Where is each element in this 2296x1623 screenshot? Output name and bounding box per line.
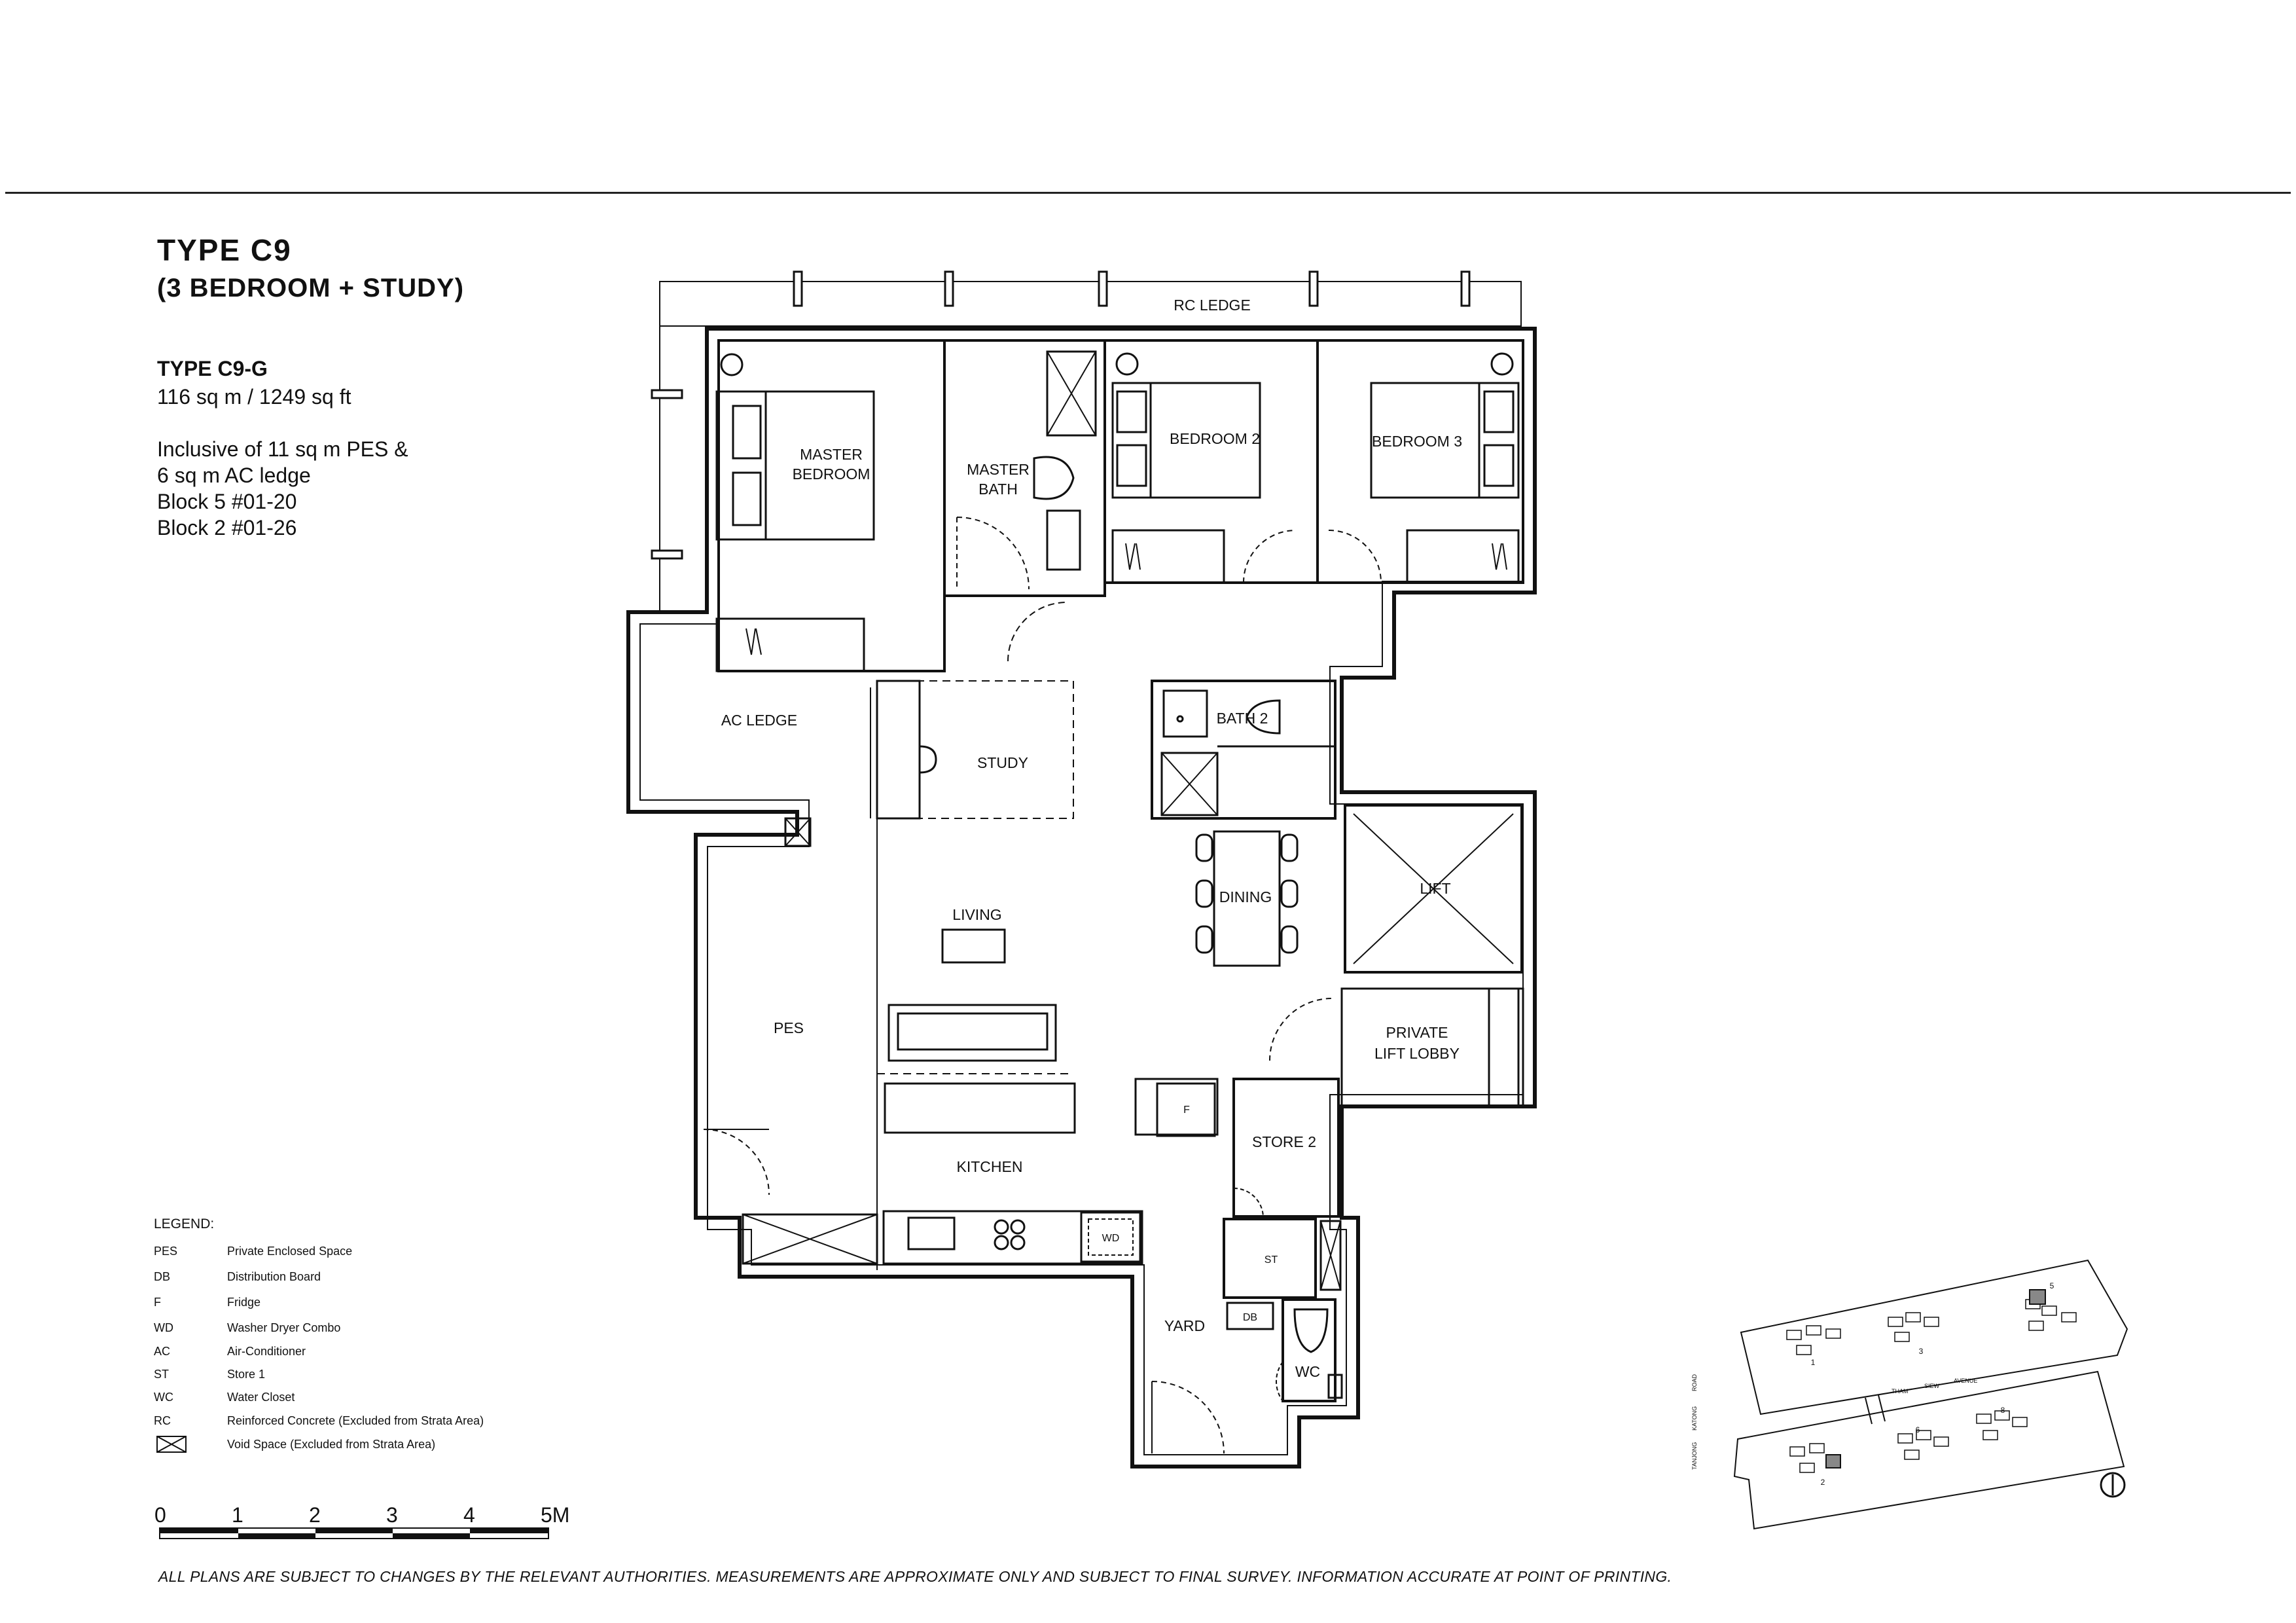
label-distribution-board: DB bbox=[1243, 1312, 1257, 1323]
site-block-label: 8 bbox=[2001, 1406, 2005, 1415]
site-road-label: KATONG bbox=[1691, 1406, 1698, 1431]
label-private-lift-lobby: LIFT LOBBY bbox=[1374, 1045, 1460, 1062]
site-road-label: THAM bbox=[1892, 1388, 1909, 1395]
label-bedroom-3: BEDROOM 3 bbox=[1372, 433, 1462, 450]
scale-label: 3 bbox=[386, 1503, 398, 1527]
label-private-lift-lobby: PRIVATE bbox=[1386, 1024, 1448, 1041]
unit-note: Block 5 #01-20 bbox=[157, 490, 297, 513]
legend-item: Void Space (Excluded from Strata Area) bbox=[227, 1438, 436, 1451]
label-kitchen: KITCHEN bbox=[957, 1158, 1023, 1175]
unit-note: 6 sq m AC ledge bbox=[157, 464, 311, 487]
label-bath-2: BATH 2 bbox=[1217, 710, 1268, 727]
site-block-label: 1 bbox=[1811, 1358, 1816, 1367]
site-block-label: 5 bbox=[2050, 1281, 2054, 1290]
label-bedroom-2: BEDROOM 2 bbox=[1170, 430, 1260, 447]
legend-title: LEGEND: bbox=[154, 1216, 215, 1231]
scale-label: 1 bbox=[232, 1503, 243, 1527]
label-rc-ledge: RC LEDGE bbox=[1174, 297, 1251, 314]
label-dining: DINING bbox=[1219, 888, 1272, 905]
rc-ledge-outline bbox=[659, 281, 1522, 327]
label-master-bath: MASTER bbox=[967, 461, 1030, 478]
label-master-bath: BATH bbox=[978, 481, 1018, 498]
label-ac-ledge: AC LEDGE bbox=[721, 712, 797, 729]
label-store-2: STORE 2 bbox=[1252, 1133, 1316, 1150]
scale-label: 2 bbox=[309, 1503, 321, 1527]
unit-code: TYPE C9-G bbox=[157, 357, 268, 380]
label-pes: PES bbox=[774, 1019, 804, 1036]
label-lift: LIFT bbox=[1420, 880, 1450, 897]
header-rule bbox=[5, 192, 2291, 194]
label-master-bedroom: BEDROOM bbox=[793, 465, 870, 483]
site-block-label: 6 bbox=[1916, 1425, 1920, 1434]
site-road-label: AVENUE bbox=[1954, 1377, 1977, 1384]
label-store-1: ST bbox=[1265, 1254, 1278, 1266]
label-living: LIVING bbox=[952, 906, 1001, 923]
unit-note: Block 2 #01-26 bbox=[157, 516, 297, 539]
site-key-plan bbox=[1733, 1259, 2128, 1530]
scale-bar bbox=[159, 1527, 549, 1539]
label-wc: WC bbox=[1295, 1363, 1320, 1380]
unit-type-subtitle: (3 BEDROOM + STUDY) bbox=[157, 274, 465, 302]
site-road-label: SIEW bbox=[1924, 1383, 1940, 1389]
unit-type-title: TYPE C9 bbox=[157, 233, 292, 267]
site-road-label: ROAD bbox=[1691, 1374, 1698, 1391]
unit-area: 116 sq m / 1249 sq ft bbox=[157, 385, 351, 409]
label-study: STUDY bbox=[977, 754, 1028, 771]
label-fridge: F bbox=[1183, 1104, 1190, 1116]
label-yard: YARD bbox=[1164, 1317, 1205, 1334]
void-space-legend-icon bbox=[156, 1436, 187, 1453]
scale-label: 0 bbox=[154, 1503, 166, 1527]
unit-note: Inclusive of 11 sq m PES & bbox=[157, 437, 408, 461]
site-block-label: 3 bbox=[1919, 1347, 1924, 1356]
site-block-label: 2 bbox=[1821, 1478, 1825, 1487]
label-master-bedroom: MASTER bbox=[800, 446, 863, 463]
disclaimer: ALL PLANS ARE SUBJECT TO CHANGES BY THE … bbox=[158, 1568, 1672, 1585]
site-road-label: TANJONG bbox=[1691, 1442, 1698, 1470]
scale-label: 4 bbox=[463, 1503, 475, 1527]
label-washer-dryer: WD bbox=[1102, 1233, 1120, 1244]
scale-label: 5M bbox=[541, 1503, 570, 1527]
